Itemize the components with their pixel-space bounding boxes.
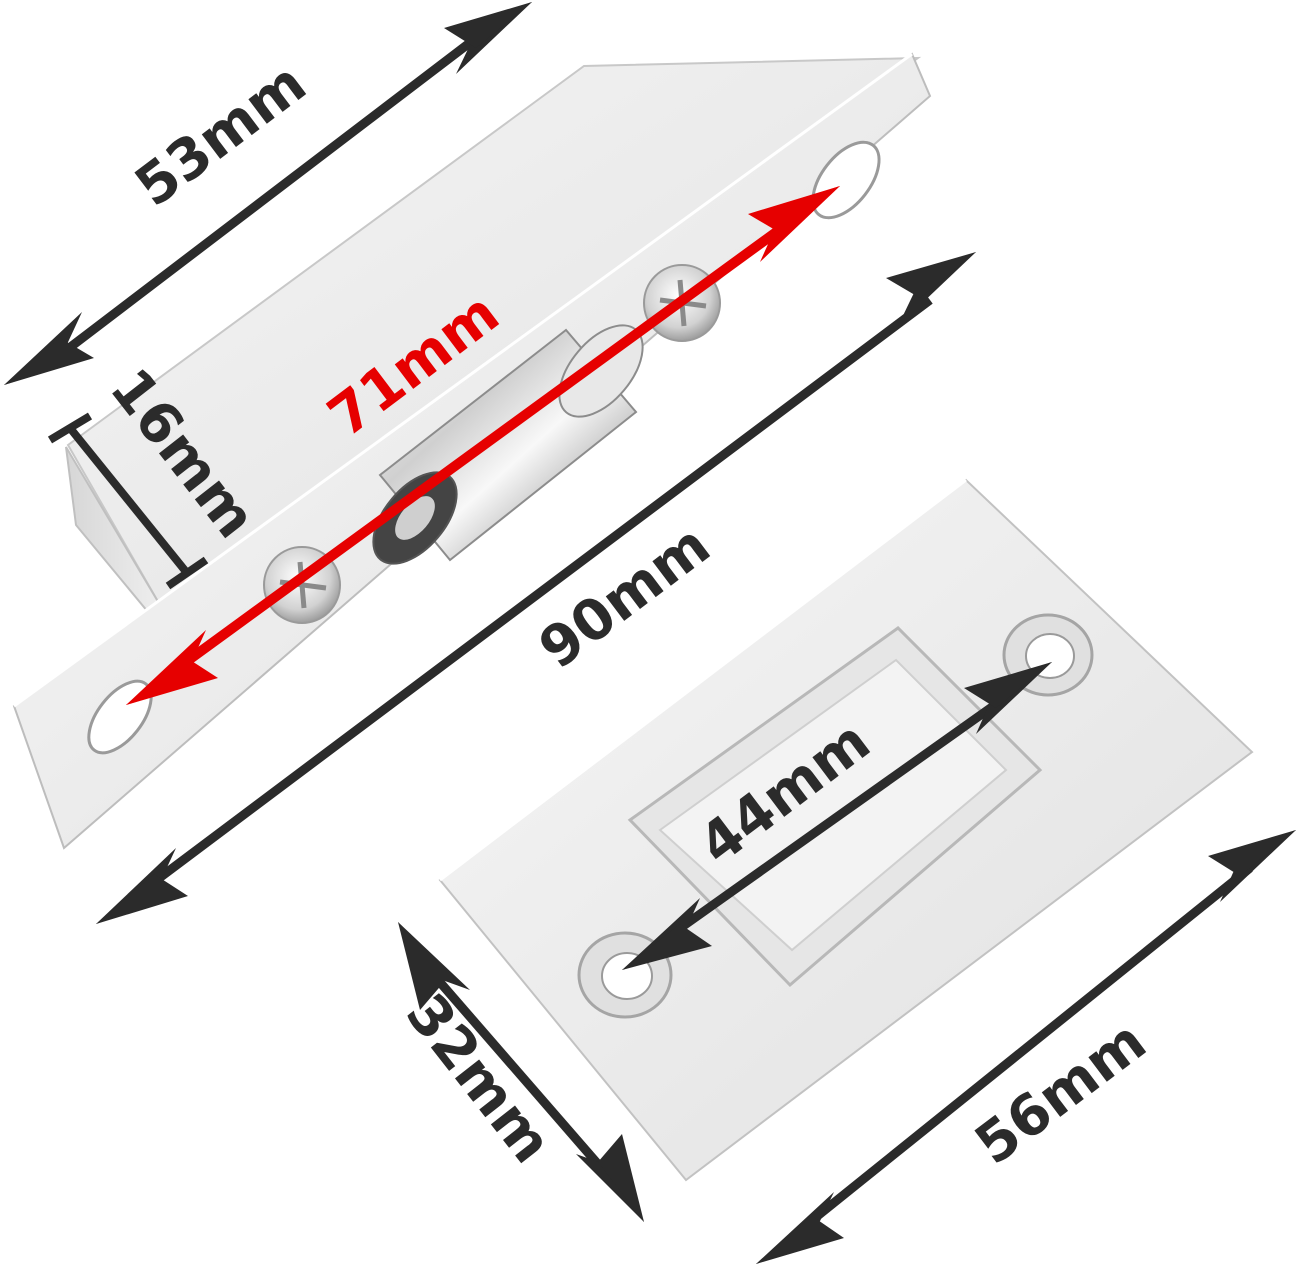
- dimension-bar-16mm: [47, 412, 209, 590]
- dimension-label-90mm: 90mm: [528, 513, 723, 682]
- dimension-label-32mm: 32mm: [393, 982, 564, 1175]
- dimension-arrow-90mm: [96, 252, 976, 924]
- latch-slot-hole-right: [811, 140, 881, 220]
- dimension-arrow-56mm: [756, 830, 1296, 1264]
- dimension-arrow-53mm: [4, 2, 532, 385]
- dimension-label-53mm: 53mm: [124, 51, 319, 220]
- dimension-label-56mm: 56mm: [964, 1009, 1159, 1178]
- dimension-arrow-71mm: [126, 186, 840, 705]
- dimension-arrow-32mm: [398, 922, 644, 1222]
- dimension-arrow-44mm: [622, 662, 1052, 970]
